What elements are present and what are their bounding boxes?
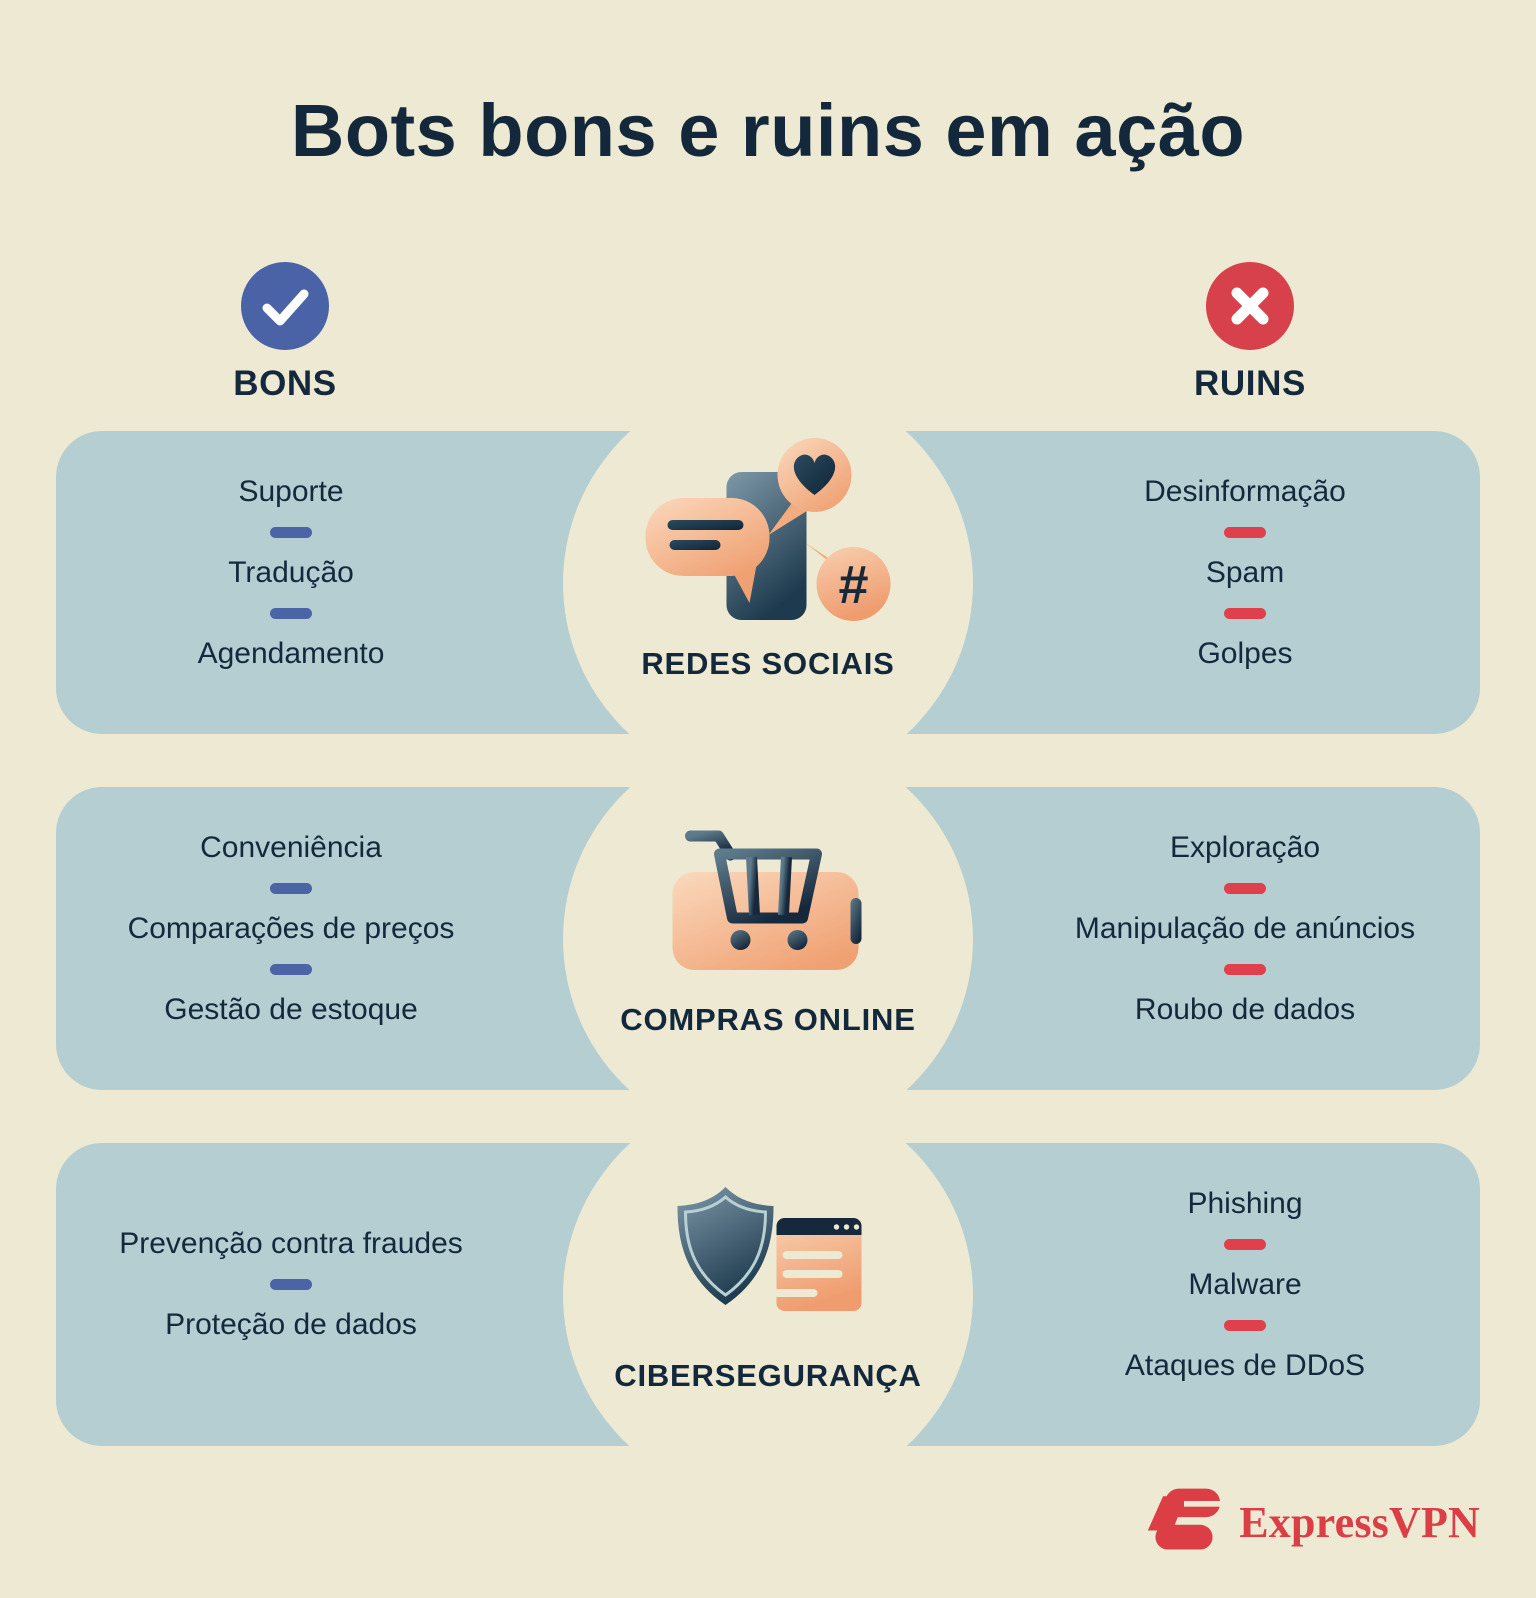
svg-text:#: # (838, 555, 868, 615)
divider (270, 526, 312, 538)
page-title: Bots bons e ruins em ação (290, 89, 1246, 172)
divider (1224, 882, 1266, 894)
divider (1224, 963, 1266, 975)
divider (270, 1279, 312, 1290)
good-items-shopping: Conveniência Comparações de preços Gestã… (56, 787, 526, 1090)
bad-item: Exploração (1169, 830, 1321, 864)
bad-item: Roubo de dados (1134, 992, 1356, 1026)
bad-item: Malware (1188, 1267, 1302, 1301)
bad-items-cyber: Phishing Malware Ataques de DDoS (1010, 1143, 1480, 1446)
divider (270, 607, 312, 619)
bad-item: Desinformação (1144, 474, 1346, 508)
bad-column-header: RUINS (1140, 262, 1360, 404)
divider (1224, 1319, 1266, 1331)
good-item: Prevenção contra fraudes (119, 1227, 463, 1260)
bad-item: Ataques de DDoS (1124, 1348, 1366, 1382)
bad-items-social: Desinformação Spam Golpes (1010, 431, 1480, 734)
good-items-social: Suporte Tradução Agendamento (56, 431, 526, 734)
category-label: REDES SOCIAIS (641, 645, 895, 681)
check-icon (241, 262, 329, 350)
bad-items-shopping: Exploração Manipulação de anúncios Roubo… (1010, 787, 1480, 1090)
category-circle-social: # REDES SOCIAIS (563, 377, 973, 788)
good-column-header: BONS (175, 262, 395, 404)
expressvpn-logo (1144, 1488, 1225, 1557)
divider (270, 963, 312, 975)
bad-column-label: RUINS (1194, 364, 1306, 403)
bad-item: Golpes (1197, 636, 1293, 670)
category-label: COMPRAS ONLINE (620, 1001, 916, 1037)
x-icon (1206, 262, 1294, 350)
good-items-cyber: Prevenção contra fraudes Proteção de dad… (56, 1143, 526, 1446)
divider (270, 882, 312, 894)
good-item: Gestão de estoque (164, 992, 418, 1026)
divider (1224, 526, 1266, 538)
divider (1224, 607, 1266, 619)
row-cybersecurity: Prevenção contra fraudes Proteção de dad… (56, 1089, 1480, 1500)
bad-item: Manipulação de anúncios (1074, 911, 1416, 945)
category-label: CIBERSEGURANÇA (614, 1357, 922, 1393)
brand-name: ExpressVPN (1239, 1497, 1480, 1547)
row-social-media: Suporte Tradução Agendamento Desinformaç… (56, 377, 1480, 788)
category-circle-shopping: COMPRAS ONLINE (563, 733, 973, 1144)
bad-item: Spam (1205, 555, 1285, 589)
good-item: Conveniência (200, 830, 382, 864)
divider (1224, 1238, 1266, 1250)
good-item: Proteção de dados (165, 1308, 417, 1341)
bad-item: Phishing (1187, 1186, 1303, 1220)
brand-footer: ExpressVPN (1144, 1488, 1480, 1557)
social-media-icon: # (645, 437, 891, 631)
row-online-shopping: Conveniência Comparações de preços Gestã… (56, 733, 1480, 1144)
good-item: Suporte (238, 474, 344, 508)
good-column-label: BONS (233, 364, 337, 403)
shopping-cart-icon (671, 830, 866, 980)
shield-browser-icon (671, 1184, 866, 1331)
category-circle-cyber: CIBERSEGURANÇA (563, 1089, 973, 1500)
good-item: Comparações de preços (127, 911, 455, 945)
good-item: Agendamento (197, 636, 385, 670)
good-item: Tradução (228, 555, 354, 589)
